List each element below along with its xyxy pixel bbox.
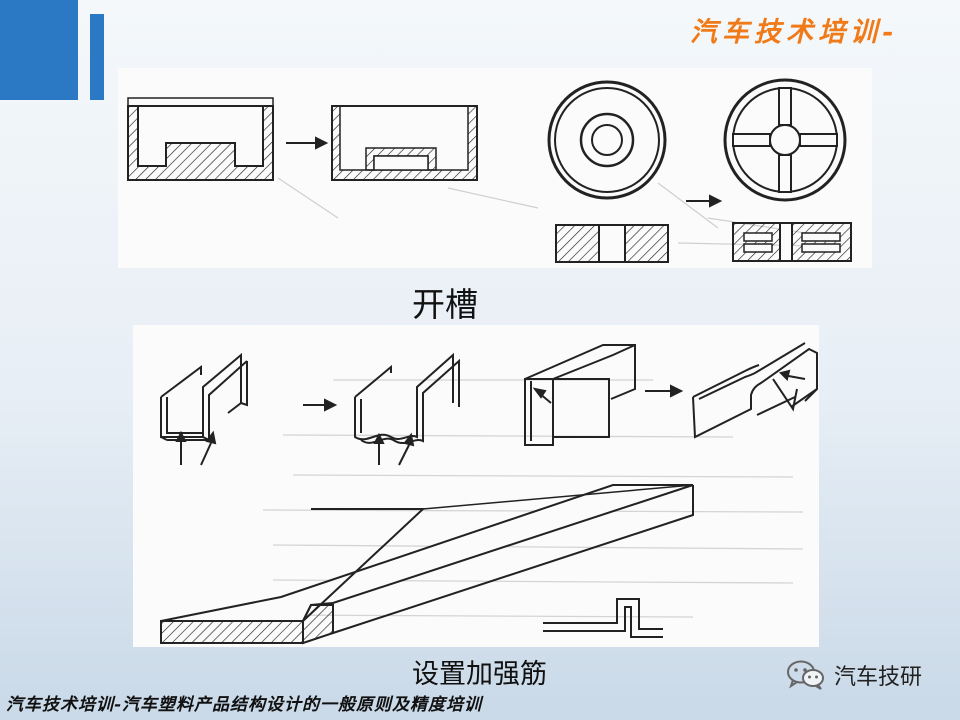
watermark-label: 汽车技研 xyxy=(834,665,923,690)
part-ribbed-round xyxy=(723,78,847,202)
caption-slotting: 开槽 xyxy=(412,285,478,324)
figure-ribs-drawing xyxy=(160,342,818,645)
part-solid-round xyxy=(547,80,667,200)
channel-box-section xyxy=(524,344,636,446)
part-solid-boss xyxy=(127,97,274,181)
channel-wavy-rib xyxy=(354,352,460,466)
wechat-icon xyxy=(787,660,824,690)
corner-block-large xyxy=(0,0,78,100)
footer-title: 汽车技术培训-汽车塑料产品结构设计的一般原则及精度培训 xyxy=(6,695,483,715)
channel-gusset-rib xyxy=(692,342,818,439)
bent-rib-profile xyxy=(543,598,663,638)
arrow-right-icon xyxy=(286,136,329,150)
figure-slotting xyxy=(118,68,872,268)
arrow-right-icon xyxy=(303,398,338,412)
part-cored-boss xyxy=(331,105,478,181)
arrow-right-icon xyxy=(645,384,684,398)
wechat-watermark: 汽车技研 xyxy=(786,658,946,692)
caption-ribs: 设置加强筋 xyxy=(412,659,547,690)
figure-slotting-drawing xyxy=(127,78,852,263)
plate-with-rib xyxy=(160,484,694,645)
part-solid-round-section xyxy=(555,224,669,263)
figure-ribs xyxy=(133,325,819,647)
corner-block-bar xyxy=(90,14,104,100)
part-ribbed-round-section xyxy=(732,222,852,262)
channel-sharp-corner xyxy=(160,352,248,466)
arrow-right-icon xyxy=(686,194,723,208)
brand-title: 汽车技术培训- xyxy=(690,17,899,48)
